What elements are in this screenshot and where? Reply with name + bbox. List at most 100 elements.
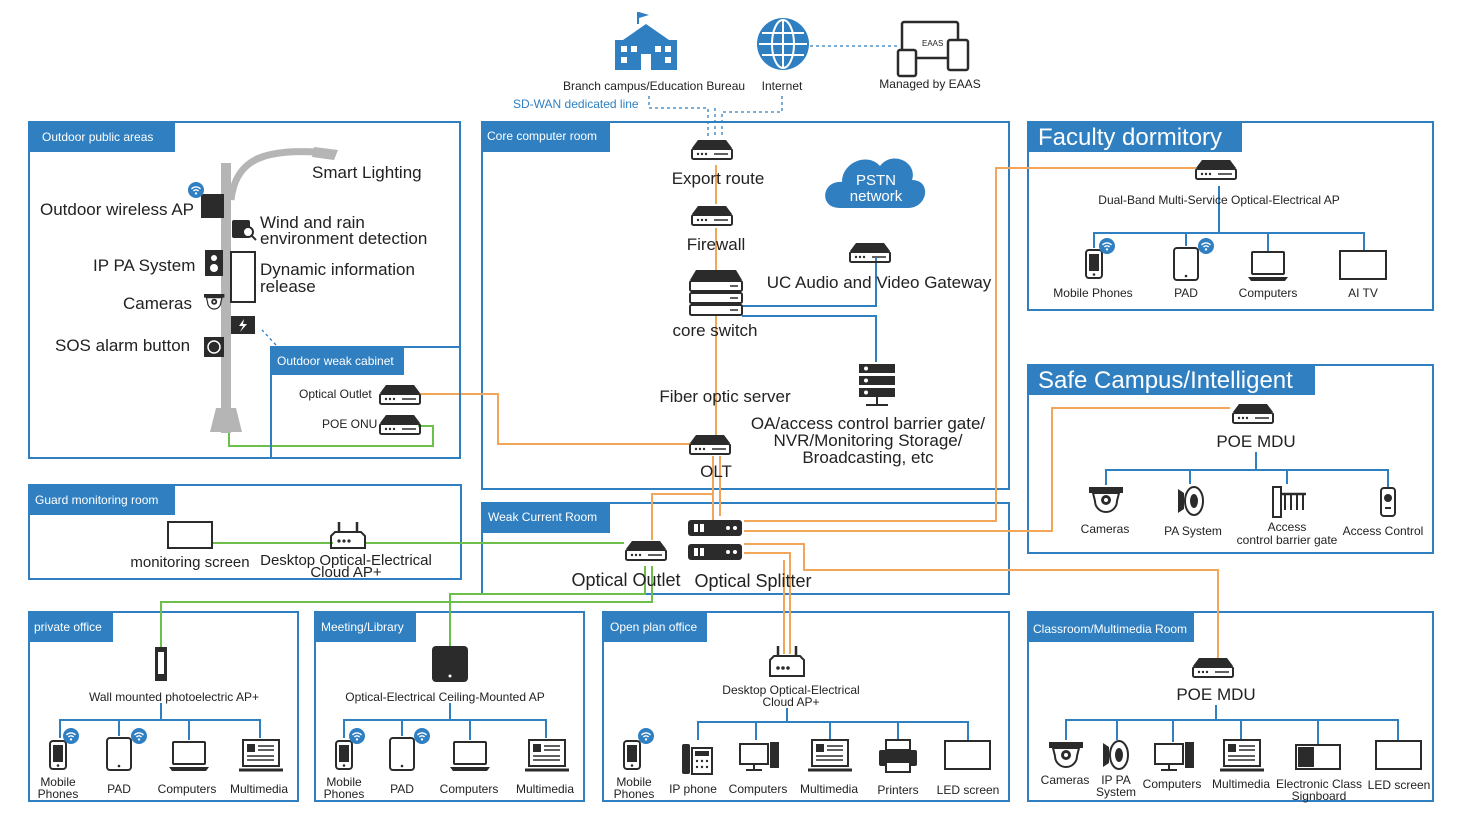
classroom-camera-icon	[1048, 741, 1084, 768]
wifi-icon	[1197, 237, 1215, 255]
open-desktop-ap-device	[769, 646, 805, 677]
faculty-title: Faculty dormitory	[1038, 124, 1222, 151]
guard-ap-label-2: Cloud AP+	[310, 564, 382, 581]
open-ap-label-2: Cloud AP+	[762, 695, 819, 709]
meeting-title: Meeting/Library	[321, 620, 404, 634]
weak-cabinet-title: Outdoor weak cabinet	[277, 354, 394, 368]
private-multimedia-label: Multimedia	[230, 782, 288, 796]
wifi-icon	[130, 727, 148, 745]
private-laptop-icon	[168, 741, 210, 772]
faculty-ap-device	[1195, 159, 1237, 180]
safe-zone: Safe Campus/Intelligent	[1027, 364, 1434, 554]
classroom-ip-pa-label-1: IP PA	[1101, 773, 1131, 787]
info-screen-icon	[230, 251, 256, 303]
pstn-label-2: network	[850, 188, 903, 205]
safe-poe-mdu-label: POE MDU	[1216, 432, 1295, 451]
weather-sensor-icon	[232, 220, 257, 241]
wifi-icon	[413, 727, 431, 745]
safe-gate-label-1: Access	[1268, 520, 1307, 534]
private-title: private office	[34, 620, 102, 634]
class-signboard-icon	[1295, 744, 1341, 770]
classroom-zone: Classroom/Multimedia Room	[1027, 611, 1434, 802]
classroom-poe-mdu-device	[1192, 657, 1234, 678]
faculty-ap-label: Dual-Band Multi-Service Optical-Electric…	[1098, 193, 1339, 207]
safe-pa-label: PA System	[1164, 524, 1222, 538]
private-zone: private office	[28, 611, 299, 802]
weak-room-title: Weak Current Room	[488, 510, 597, 524]
sos-button-icon	[204, 337, 224, 357]
classroom-computer-icon	[1154, 742, 1194, 771]
meeting-ap-label: Optical-Electrical Ceiling-Mounted AP	[345, 690, 544, 704]
weak-cabinet-zone: Outdoor weak cabinet	[270, 346, 461, 459]
open-multimedia-icon	[806, 738, 854, 772]
ip-pa-label: IP PA System	[93, 256, 195, 275]
firewall-label: Firewall	[687, 235, 746, 254]
wifi-icon	[348, 727, 366, 745]
meeting-multimedia-label: Multimedia	[516, 782, 574, 796]
printer-icon	[879, 739, 917, 773]
private-multimedia-icon	[237, 738, 285, 772]
open-phone-icon	[623, 740, 641, 770]
desktop-computer-icon	[739, 742, 779, 771]
wifi-icon	[187, 181, 205, 199]
meeting-mobile-label-1: Mobile	[326, 775, 362, 789]
weak-room-zone: Weak Current Room	[481, 502, 1010, 595]
street-light-pole	[210, 147, 338, 433]
poe-onu-device	[379, 414, 421, 435]
classroom-signboard-label-1: Electronic Class	[1276, 777, 1362, 791]
faculty-pad-label: PAD	[1174, 286, 1198, 300]
private-ap-label: Wall mounted photoelectric AP+	[89, 690, 259, 704]
sos-label: SOS alarm button	[55, 336, 190, 355]
private-phone-icon	[49, 740, 67, 770]
private-pad-label: PAD	[107, 782, 131, 796]
classroom-signboard-label-2: Signboard	[1292, 789, 1347, 803]
open-title: Open plan office	[610, 620, 698, 634]
core-title: Core computer room	[487, 129, 597, 143]
faculty-laptop-icon	[1247, 251, 1289, 282]
classroom-ip-pa-label-2: System	[1096, 785, 1136, 799]
private-mobile-label-1: Mobile	[40, 775, 76, 789]
wifi-icon	[1098, 237, 1116, 255]
classroom-cameras-label: Cameras	[1041, 773, 1090, 787]
internet-label: Internet	[762, 79, 803, 93]
oa-label-1: OA/access control barrier gate/	[751, 414, 986, 433]
export-router-device	[691, 139, 733, 160]
sdwan-label: SD-WAN dedicated line	[513, 97, 639, 111]
weak-optical-outlet-label: Optical Outlet	[571, 570, 680, 590]
meeting-multimedia-icon	[523, 738, 571, 772]
open-led-label: LED screen	[937, 783, 1000, 797]
uc-gateway-device	[849, 242, 891, 263]
open-computers-label: Computers	[729, 782, 788, 796]
private-mobile-label-2: Phones	[38, 787, 79, 801]
internet-globe-icon	[757, 18, 809, 70]
fiber-server-label: Fiber optic server	[659, 387, 791, 406]
access-control-icon	[1380, 487, 1396, 517]
classroom-poe-mdu-label: POE MDU	[1176, 685, 1255, 704]
charger-icon	[231, 316, 255, 334]
export-route-label: Export route	[672, 169, 765, 188]
ceiling-ap-device	[432, 646, 468, 682]
classroom-title: Classroom/Multimedia Room	[1033, 622, 1187, 636]
open-mobile-label-2: Phones	[614, 787, 655, 801]
uc-gateway-label: UC Audio and Video Gateway	[767, 273, 992, 292]
eaas-label: Managed by EAAS	[879, 77, 980, 91]
faculty-mobile-label: Mobile Phones	[1053, 286, 1132, 300]
server-rack-icon	[859, 364, 895, 406]
open-mobile-label-1: Mobile	[616, 775, 652, 789]
guard-ap-label-1: Desktop Optical-Electrical	[260, 552, 432, 569]
private-pad-icon	[106, 737, 132, 771]
oa-label-2: NVR/Monitoring Storage/	[774, 431, 963, 450]
classroom-computers-label: Computers	[1143, 777, 1202, 791]
optical-splitter-device	[688, 520, 742, 560]
open-multimedia-label: Multimedia	[800, 782, 858, 796]
open-zone: Open plan office	[602, 611, 1010, 802]
wifi-icon	[637, 727, 655, 745]
open-led-screen-icon	[944, 740, 991, 770]
open-printers-label: Printers	[877, 783, 918, 797]
guard-title: Guard monitoring room	[35, 493, 158, 507]
safe-gate-label-2: control barrier gate	[1237, 533, 1338, 547]
safe-title: Safe Campus/Intelligent	[1038, 367, 1293, 394]
eaas-screen-text: EAAS	[922, 39, 943, 48]
meeting-pad-icon	[389, 737, 415, 771]
olt-label: OLT	[700, 462, 732, 481]
